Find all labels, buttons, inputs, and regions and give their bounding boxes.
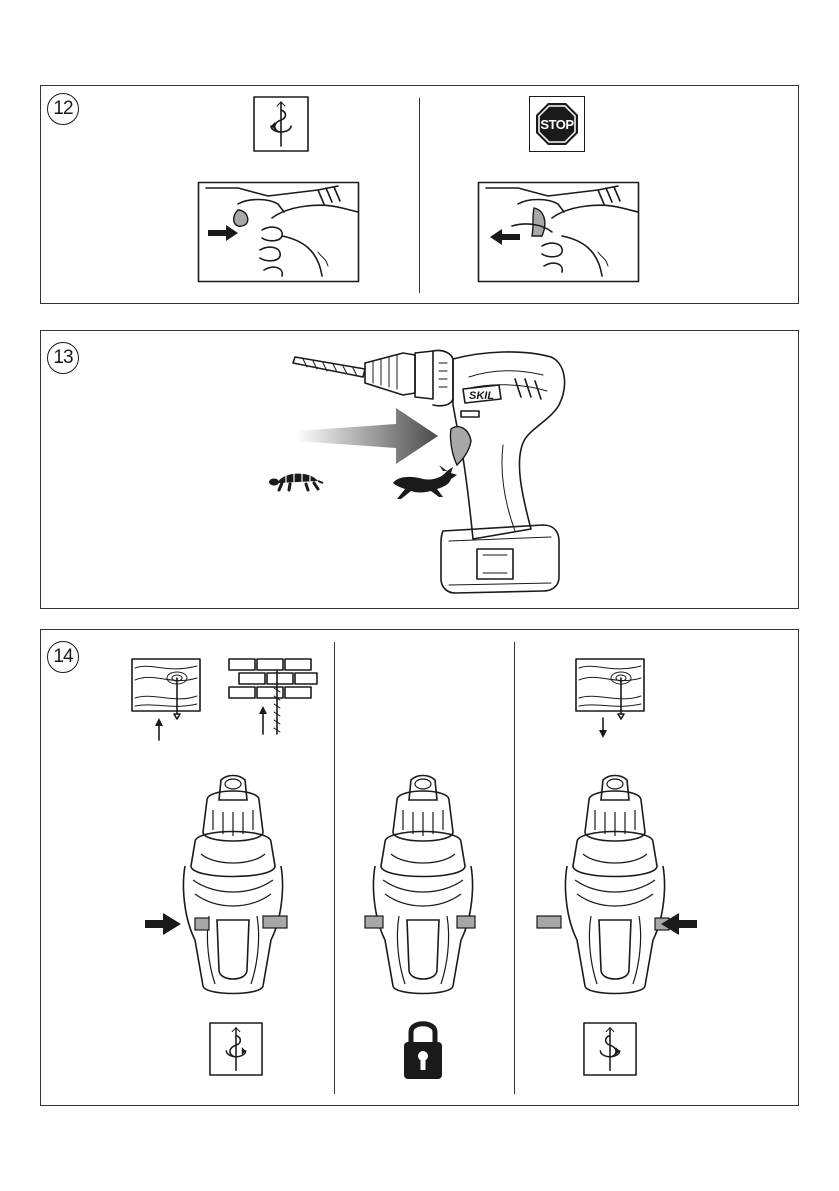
padlock-icon <box>403 1016 443 1080</box>
rotation-reverse-arrow-icon <box>583 1022 637 1076</box>
step-number-13: 13 <box>47 342 79 374</box>
panel-12-divider <box>419 98 420 293</box>
brand-logo: SKIL <box>469 390 494 402</box>
step-number-12: 12 <box>47 93 79 125</box>
wood-screw-insert-icon <box>131 658 201 748</box>
panel-12: 12 STOP <box>40 85 799 304</box>
trigger-release-illustration <box>478 182 639 282</box>
panel-13: 13 <box>40 330 799 609</box>
panel-14-divider-left <box>334 642 335 1094</box>
stop-sign-icon: STOP <box>529 96 585 152</box>
trigger-press-illustration <box>198 182 359 282</box>
masonry-drill-icon <box>223 658 319 758</box>
drill-top-view-forward <box>145 770 305 1010</box>
drill-top-view-reverse <box>547 770 697 1010</box>
panel-14: 14 <box>40 629 799 1106</box>
panel-14-divider-right <box>514 642 515 1094</box>
rotation-arrow-icon <box>253 96 309 152</box>
wood-screw-remove-icon <box>575 658 645 748</box>
stop-sign-text: STOP <box>540 117 573 132</box>
cordless-drill-illustration: SKIL <box>293 349 568 594</box>
drill-top-view-locked <box>355 770 495 1010</box>
step-number-14: 14 <box>47 641 79 673</box>
rotation-arrow-icon <box>209 1022 263 1076</box>
